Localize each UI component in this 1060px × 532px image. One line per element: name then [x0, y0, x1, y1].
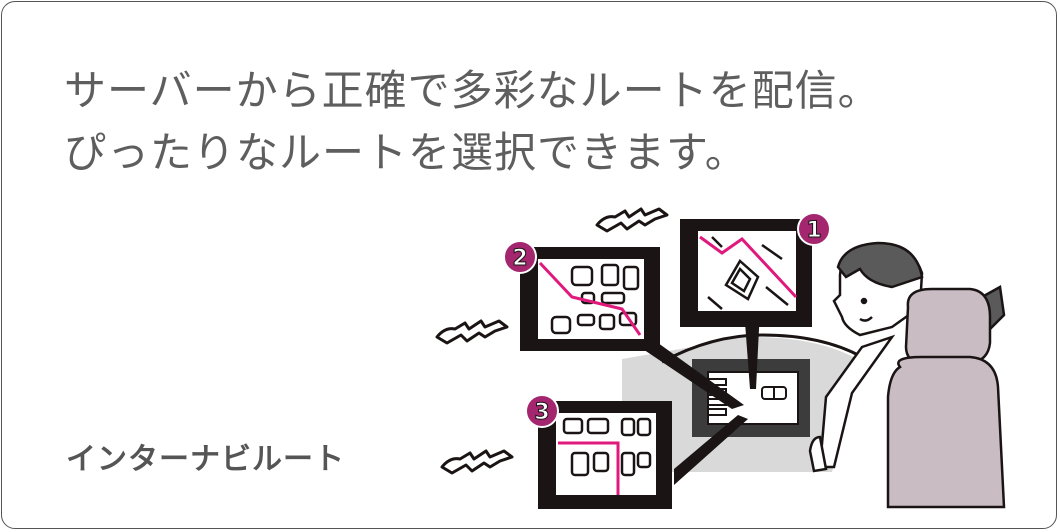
route-badge-1: 1 — [806, 218, 821, 243]
headline: サーバーから正確で多彩なルートを配信。 ぴったりなルートを選択できます。 — [64, 60, 881, 184]
route-badge-2: 2 — [512, 246, 527, 271]
car-seat — [886, 285, 1006, 509]
route-selection-illustration: 2 1 — [435, 207, 1006, 509]
route-screen-1: 1 — [680, 212, 831, 327]
driver-figure — [808, 241, 924, 473]
motion-squiggle-icon — [435, 207, 669, 475]
feature-label: インターナビルート — [66, 442, 345, 477]
route-screen-3: 3 — [525, 394, 672, 509]
route-screen-2: 2 — [503, 240, 660, 351]
headline-line-1: サーバーから正確で多彩なルートを配信。 — [64, 66, 881, 115]
headline-line-2: ぴったりなルートを選択できます。 — [64, 128, 748, 177]
route-badge-3: 3 — [534, 400, 549, 425]
